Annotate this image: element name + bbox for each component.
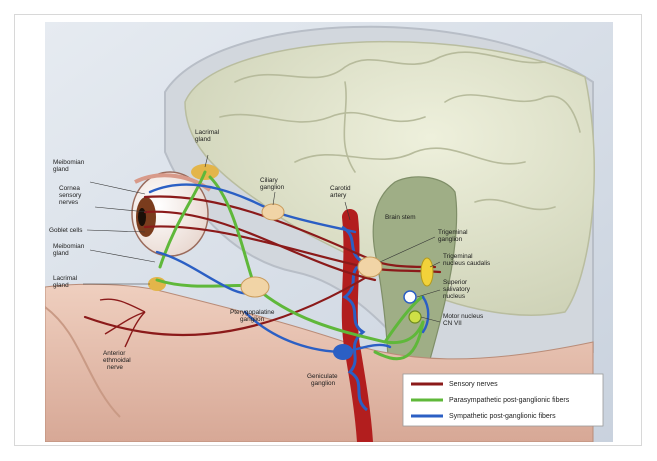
legend-label-parasympathetic: Parasympathetic post-ganglionic fibers bbox=[449, 397, 570, 404]
legend: Sensory nerves Parasympathetic post-gang… bbox=[403, 374, 603, 426]
label-geniculate-ganglion: Geniculate ganglion bbox=[307, 373, 339, 387]
geniculate-ganglion-node bbox=[333, 344, 353, 360]
label-goblet-cells: Goblet cells bbox=[49, 227, 82, 234]
anatomy-diagram: Lacrimal gland Meibomian gland Cornea se… bbox=[45, 22, 613, 442]
pterygopalatine-ganglion-node bbox=[241, 277, 269, 297]
motor-nucleus-node bbox=[409, 311, 421, 323]
trigeminal-nucleus-node bbox=[421, 258, 433, 286]
trigeminal-ganglion-node bbox=[358, 257, 382, 277]
label-brain-stem: Brain stem bbox=[385, 214, 416, 221]
legend-label-sympathetic: Sympathetic post-ganglionic fibers bbox=[449, 413, 556, 420]
ciliary-ganglion-node bbox=[262, 204, 284, 220]
superior-salivatory-node bbox=[404, 291, 416, 303]
legend-label-sensory: Sensory nerves bbox=[449, 381, 498, 388]
diagram-canvas: Lacrimal gland Meibomian gland Cornea se… bbox=[45, 22, 613, 442]
